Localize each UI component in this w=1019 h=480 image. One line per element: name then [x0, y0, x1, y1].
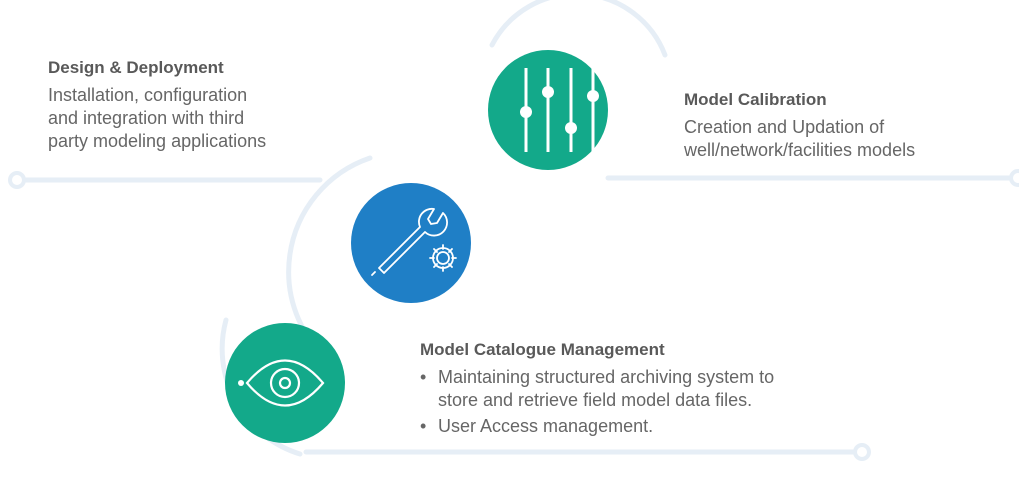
- catalogue-bullet-1-line-2: store and retrieve field model data file…: [438, 390, 753, 410]
- calibration-line-2: well/network/facilities models: [684, 140, 916, 160]
- design-block: Design & Deployment Installation, config…: [48, 58, 348, 153]
- design-title: Design & Deployment: [48, 58, 224, 77]
- bullet-dot: •: [420, 367, 427, 387]
- catalogue-bullet-1-line-1: Maintaining structured archiving system …: [438, 367, 775, 387]
- blue-circle-middle: [351, 183, 471, 303]
- bullet-dot: •: [420, 416, 427, 436]
- calibration-title: Model Calibration: [684, 90, 827, 109]
- design-line-2: and integration with third: [48, 108, 245, 128]
- design-line-3: party modeling applications: [48, 131, 267, 151]
- catalogue-bullet-2-line-1: User Access management.: [438, 416, 654, 436]
- catalogue-block: Model Catalogue Management • Maintaining…: [420, 340, 880, 441]
- catalogue-bullet-2: • User Access management.: [420, 415, 880, 438]
- sliders-icon: [520, 68, 599, 152]
- calibration-block: Model Calibration Creation and Updation …: [684, 90, 1004, 162]
- calibration-line-1: Creation and Updation of: [684, 117, 885, 137]
- design-line-1: Installation, configuration: [48, 85, 248, 105]
- track-top-arc: [489, 0, 668, 58]
- wrench-gear-icon: [371, 207, 457, 276]
- eye-icon: [238, 359, 325, 407]
- catalogue-bullet-list: • Maintaining structured archiving syste…: [420, 366, 880, 438]
- green-circle-bottom: [225, 323, 345, 443]
- catalogue-bullet-1: • Maintaining structured archiving syste…: [420, 366, 880, 412]
- track-end-right: [1009, 169, 1019, 187]
- track-end-bottom: [853, 443, 871, 461]
- track-end-left: [8, 171, 26, 189]
- catalogue-title: Model Catalogue Management: [420, 340, 665, 359]
